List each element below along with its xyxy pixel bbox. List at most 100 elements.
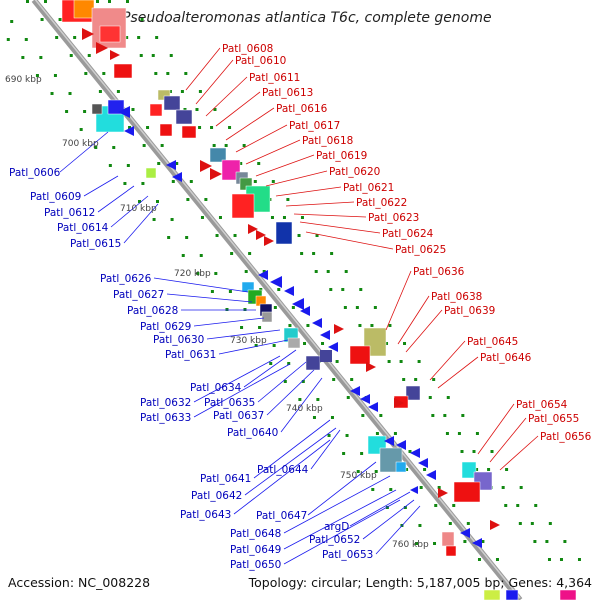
gene-label[interactable]: Patl_0619	[316, 150, 367, 162]
gene-block[interactable]	[181, 125, 197, 139]
reverse-gene-arrow[interactable]	[418, 458, 428, 468]
reverse-gene-arrow[interactable]	[270, 276, 282, 288]
reverse-gene-arrow[interactable]	[472, 538, 482, 548]
gene-block[interactable]	[145, 167, 157, 179]
forward-gene-arrow[interactable]	[200, 160, 212, 172]
gene-block[interactable]	[91, 103, 103, 115]
gene-label[interactable]: Patl_0637	[213, 410, 264, 422]
gene-label[interactable]: Patl_0628	[127, 305, 178, 317]
gene-label[interactable]: Patl_0632	[140, 397, 191, 409]
forward-gene-arrow[interactable]	[394, 398, 404, 408]
gene-label[interactable]: Patl_0634	[190, 382, 242, 394]
reverse-gene-arrow[interactable]	[410, 448, 420, 458]
forward-gene-arrow[interactable]	[248, 224, 258, 234]
forward-gene-arrow[interactable]	[110, 50, 120, 60]
gene-label[interactable]: Patl_0646	[480, 352, 532, 364]
forward-gene-arrow[interactable]	[366, 362, 376, 372]
gene-label[interactable]: Patl_0635	[204, 397, 255, 409]
gene-label[interactable]: Patl_0638	[431, 291, 482, 303]
reverse-gene-arrow[interactable]	[312, 318, 322, 328]
forward-gene-arrow[interactable]	[256, 230, 266, 240]
forward-gene-arrow[interactable]	[96, 42, 108, 54]
gene-label[interactable]: Patl_0639	[444, 305, 495, 317]
gene-block[interactable]	[149, 103, 163, 117]
gene-label[interactable]: Patl_0655	[528, 413, 579, 425]
reverse-gene-arrow[interactable]	[292, 298, 304, 310]
gene-label[interactable]: Patl_0650	[230, 559, 281, 571]
reverse-gene-arrow[interactable]	[300, 306, 310, 316]
gene-block[interactable]	[349, 345, 371, 365]
gene-label[interactable]: Patl_0643	[180, 509, 231, 521]
gene-label[interactable]: Patl_0640	[227, 427, 278, 439]
gene-label[interactable]: Patl_0625	[395, 244, 446, 256]
gene-label[interactable]: Patl_0644	[257, 464, 309, 476]
gene-label[interactable]: Patl_0652	[309, 534, 360, 546]
gene-block[interactable]	[559, 589, 577, 600]
forward-gene-arrow[interactable]	[210, 168, 222, 180]
gene-label[interactable]: Patl_0633	[140, 412, 191, 424]
gene-block[interactable]	[461, 461, 477, 479]
gene-label[interactable]: Patl_0647	[256, 510, 307, 522]
reverse-gene-arrow[interactable]	[166, 160, 176, 170]
gene-label[interactable]: Patl_0613	[262, 87, 313, 99]
gene-label[interactable]: Patl_0641	[200, 473, 251, 485]
reverse-gene-arrow[interactable]	[320, 330, 330, 340]
gene-block[interactable]	[209, 147, 227, 163]
reverse-gene-arrow[interactable]	[328, 342, 338, 352]
gene-label[interactable]: Patl_0616	[276, 103, 328, 115]
forward-gene-arrow[interactable]	[264, 236, 274, 246]
gene-label[interactable]: Patl_0614	[57, 222, 109, 234]
gene-block[interactable]	[287, 337, 301, 349]
gene-block[interactable]	[113, 63, 133, 79]
reverse-gene-arrow[interactable]	[124, 126, 134, 136]
reverse-gene-arrow[interactable]	[172, 172, 182, 182]
gene-label[interactable]: Patl_0622	[356, 197, 407, 209]
gene-label[interactable]: Patl_0630	[153, 334, 204, 346]
gene-block[interactable]	[261, 311, 273, 323]
reverse-gene-arrow[interactable]	[410, 486, 418, 494]
gene-label[interactable]: Patl_0642	[191, 490, 242, 502]
reverse-gene-arrow[interactable]	[368, 402, 378, 412]
gene-label[interactable]: Patl_0623	[368, 212, 419, 224]
gene-block[interactable]	[453, 481, 481, 503]
gene-label[interactable]: Patl_0611	[249, 72, 300, 84]
reverse-gene-arrow[interactable]	[384, 436, 394, 446]
reverse-gene-arrow[interactable]	[258, 270, 268, 280]
gene-label[interactable]: Patl_0656	[540, 431, 592, 443]
gene-label[interactable]: Patl_0627	[113, 289, 164, 301]
reverse-gene-arrow[interactable]	[284, 286, 294, 296]
gene-block[interactable]	[99, 25, 121, 43]
forward-gene-arrow[interactable]	[490, 520, 500, 530]
gene-label[interactable]: Patl_0645	[467, 336, 518, 348]
reverse-gene-arrow[interactable]	[360, 394, 370, 404]
reverse-gene-arrow[interactable]	[350, 386, 360, 396]
gene-block[interactable]	[483, 589, 501, 600]
gene-label[interactable]: Patl_0620	[329, 166, 380, 178]
gene-label[interactable]: argD	[324, 521, 349, 533]
gene-block[interactable]	[441, 531, 455, 547]
gene-block[interactable]	[231, 193, 255, 219]
gene-block[interactable]	[275, 221, 293, 245]
gene-label[interactable]: Patl_0612	[44, 207, 95, 219]
gene-label[interactable]: Patl_0610	[235, 55, 286, 67]
gene-block[interactable]	[175, 109, 193, 125]
gene-label[interactable]: Patl_0649	[230, 544, 281, 556]
forward-gene-arrow[interactable]	[334, 324, 344, 334]
gene-block[interactable]	[159, 123, 173, 137]
reverse-gene-arrow[interactable]	[460, 528, 470, 538]
gene-label[interactable]: Patl_0609	[30, 191, 81, 203]
gene-label[interactable]: Patl_0617	[289, 120, 340, 132]
reverse-gene-arrow[interactable]	[118, 106, 130, 118]
gene-block[interactable]	[221, 159, 241, 181]
gene-block[interactable]	[163, 95, 181, 111]
reverse-gene-arrow[interactable]	[396, 440, 406, 450]
gene-label[interactable]: Patl_0624	[382, 228, 434, 240]
gene-label[interactable]: Patl_0626	[100, 273, 152, 285]
gene-label[interactable]: Patl_0618	[302, 135, 353, 147]
reverse-gene-arrow[interactable]	[426, 470, 436, 480]
gene-block[interactable]	[73, 0, 95, 19]
forward-gene-arrow[interactable]	[438, 488, 448, 498]
gene-label[interactable]: Patl_0631	[165, 349, 216, 361]
gene-label[interactable]: Patl_0615	[70, 238, 121, 250]
gene-block[interactable]	[305, 355, 321, 371]
